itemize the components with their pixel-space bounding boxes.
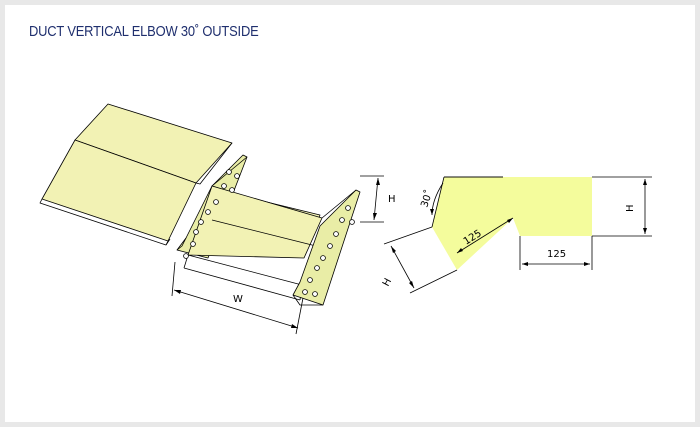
plan-dimension-h-left [383,226,458,294]
plan-dimension-h-right [592,176,652,237]
bolt-holes-right [302,205,355,297]
plan-dimension-125-horizontal [519,236,593,270]
iso-h-label: H [388,194,396,205]
cover-panel [39,103,233,246]
iso-w-label: W [233,294,243,305]
elbow-tray [176,154,361,306]
dimension-arrowheads [174,178,647,328]
plan-h-right-label: H [625,204,636,212]
plan-angle-label: 30˚ [418,188,435,209]
plan-125-horizontal-label: 125 [547,249,566,260]
iso-dimension-h [360,175,384,223]
page-title: DUCT VERTICAL ELBOW 30˚ OUTSIDE [29,23,259,40]
plan-h-left-label: H [381,277,394,289]
plan-dimension-125-diagonal [456,217,514,254]
bolt-holes-left [183,169,240,259]
plan-view-shape [431,176,592,270]
